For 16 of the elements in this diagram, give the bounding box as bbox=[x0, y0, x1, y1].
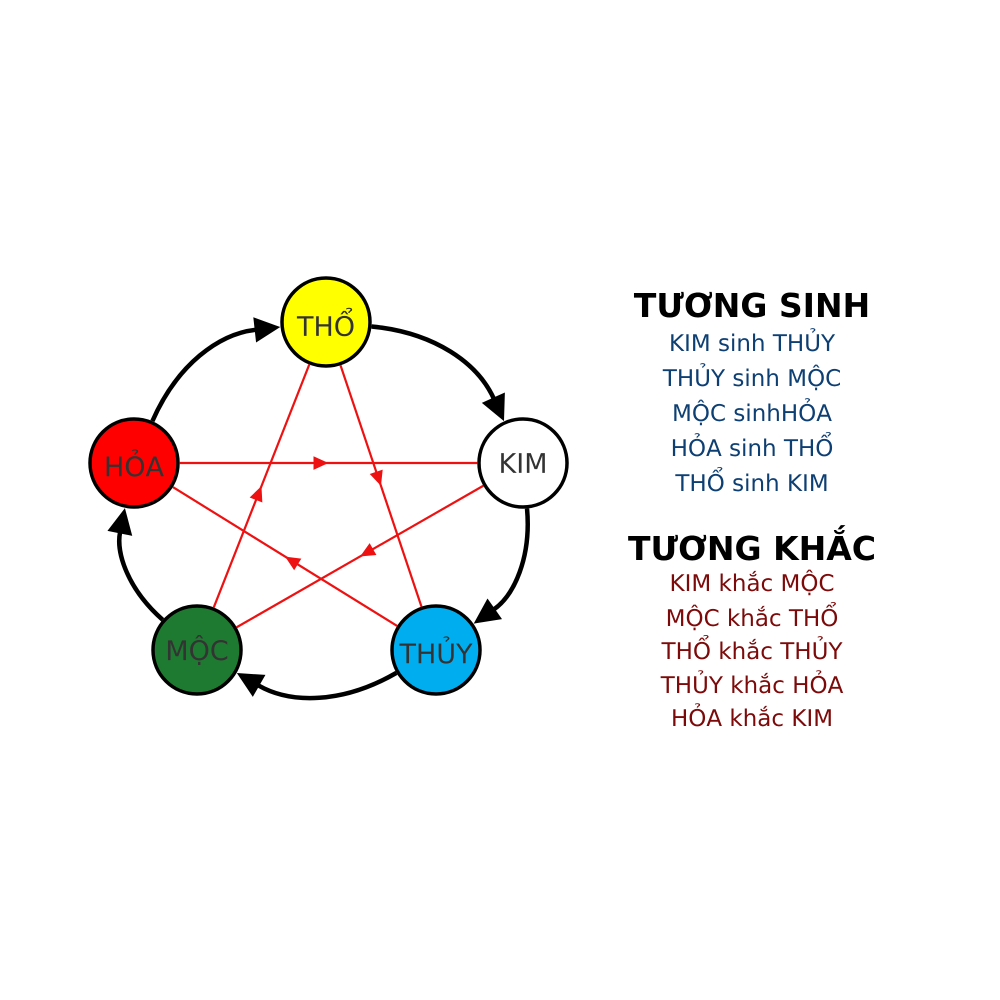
arrow bbox=[236, 484, 484, 628]
relation-text: THỔ khắc THỦY bbox=[661, 634, 843, 660]
heading: TƯƠNG SINH bbox=[634, 292, 868, 318]
relation-text: KIM khắc MỘC bbox=[672, 570, 834, 596]
arrow bbox=[172, 486, 398, 627]
arrow bbox=[212, 364, 310, 608]
relation-text: THỦY khắc HỎA bbox=[660, 670, 844, 694]
relation-text: HỎA khắc KIM bbox=[673, 703, 831, 726]
relation-text: MỘC sinhHỎA bbox=[674, 398, 832, 426]
arrow bbox=[340, 365, 422, 607]
relation-text: THỦY sinh MỘC bbox=[662, 363, 840, 390]
relation-text: KIM sinh THỦY bbox=[671, 328, 836, 352]
relation-text: MỘC khắc THỔ bbox=[668, 602, 838, 630]
relation-text: THỔ sinh KIM bbox=[675, 466, 826, 492]
heading: TƯƠNG KHẮC bbox=[628, 525, 874, 560]
relation-text: HỎA sinh THỔ bbox=[672, 432, 832, 456]
